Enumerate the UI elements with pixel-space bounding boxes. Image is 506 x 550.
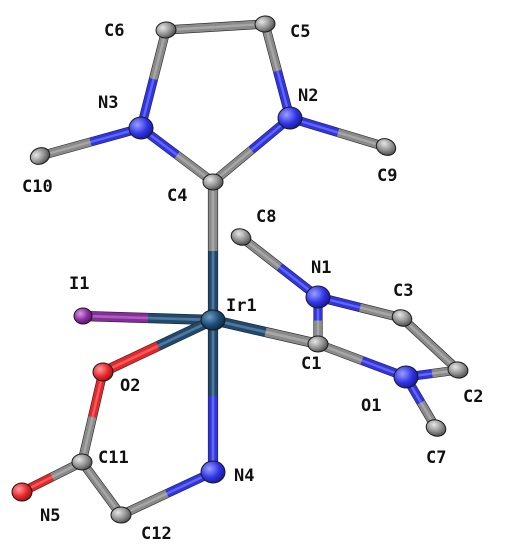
atom-n2 xyxy=(305,285,331,309)
atom-c12 xyxy=(110,506,132,524)
atom-n1 xyxy=(393,365,419,389)
label-c6: C6 xyxy=(104,21,124,41)
bond-n3-c9 xyxy=(288,113,388,152)
atom-c11 xyxy=(71,453,93,471)
label-c10: C10 xyxy=(22,177,53,197)
labels-layer: C6 C5 N3 N2 C10 C9 C4 C8 N1 C3 I1 Ir1 C1… xyxy=(22,21,483,544)
atom-n5 xyxy=(200,460,226,484)
bond-c12-n5 xyxy=(119,467,215,520)
bond-c4-n4 xyxy=(138,124,216,186)
atom-o1 xyxy=(92,362,114,382)
bond-n4-c10 xyxy=(38,123,143,161)
label-c1: C1 xyxy=(301,354,321,374)
atom-c4 xyxy=(202,173,224,191)
bond-n4-c6 xyxy=(136,28,171,130)
bonds-layer xyxy=(19,19,462,520)
atom-n4 xyxy=(128,116,154,140)
atoms-layer xyxy=(11,15,469,524)
label-c5: C5 xyxy=(290,22,310,42)
bond-c6-c5 xyxy=(165,19,266,35)
atom-c1 xyxy=(307,335,329,353)
bond-ir1-o1 xyxy=(100,315,216,377)
label-c3: C3 xyxy=(393,281,413,301)
label-o2: N5 xyxy=(40,506,60,526)
label-ir1: Ir1 xyxy=(226,296,257,316)
atom-i1 xyxy=(73,307,93,325)
bond-c4-n3 xyxy=(210,114,293,186)
bond-ir1-c1 xyxy=(211,315,320,349)
bond-c3-c2 xyxy=(398,314,462,374)
bond-n2-c3 xyxy=(316,292,404,323)
bond-ir1-i1 xyxy=(82,310,214,326)
label-o1: O2 xyxy=(120,376,140,396)
label-n2: N1 xyxy=(311,258,331,278)
label-c7: C7 xyxy=(426,448,446,468)
atom-c3 xyxy=(391,309,413,327)
atom-c5 xyxy=(254,15,276,33)
atom-n3 xyxy=(277,106,303,130)
atom-ir1 xyxy=(200,309,226,331)
atom-c9 xyxy=(375,138,397,156)
bond-c1-n1 xyxy=(316,339,408,382)
atom-c6 xyxy=(155,21,177,39)
atom-c10 xyxy=(29,147,51,165)
label-c8: C8 xyxy=(256,207,276,227)
bond-c5-n3 xyxy=(260,22,295,120)
bond-n2-c8 xyxy=(238,233,321,301)
label-c9: C9 xyxy=(377,166,397,186)
atom-c7 xyxy=(425,419,447,437)
label-n1: O1 xyxy=(361,396,381,416)
label-c12: C12 xyxy=(141,524,172,544)
atom-c2 xyxy=(447,361,469,379)
label-n4: N3 xyxy=(98,93,118,113)
label-n3: N2 xyxy=(298,86,318,106)
label-c4: C4 xyxy=(167,186,187,206)
label-i1: I1 xyxy=(69,274,89,294)
label-c2: C2 xyxy=(463,387,483,407)
label-n5: N4 xyxy=(234,466,254,486)
bond-c11-c12 xyxy=(78,459,125,518)
label-c11: C11 xyxy=(98,448,129,468)
atom-c8 xyxy=(230,228,252,246)
atom-o2 xyxy=(11,482,33,502)
